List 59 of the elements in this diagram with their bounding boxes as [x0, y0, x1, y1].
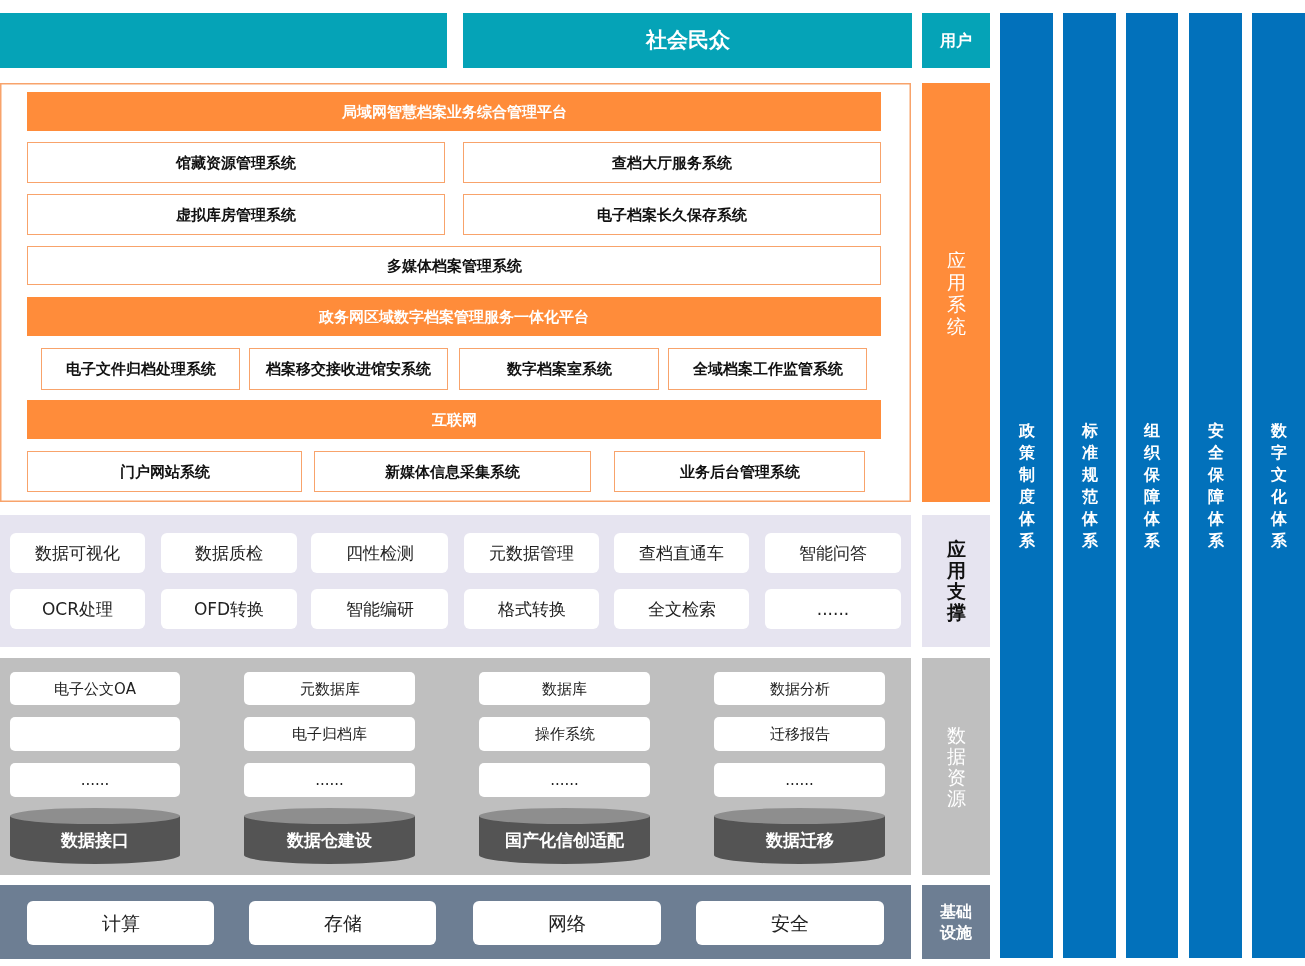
- data-tile: 迁移报告: [714, 717, 885, 751]
- system-box: 全域档案工作监管系统: [668, 348, 867, 390]
- layer-label: 基础设施: [922, 885, 990, 959]
- function-tile: 格式转换: [464, 589, 599, 629]
- platform-bar: 政务网区域数字档案管理服务一体化平台: [27, 297, 881, 336]
- pillar-bar: 政策制度体系: [1000, 13, 1053, 958]
- data-tile: 数据库: [479, 672, 650, 705]
- data-tile: ......: [479, 763, 650, 797]
- layer-panel: [0, 515, 911, 647]
- function-tile: ......: [765, 589, 901, 629]
- header-bar: 社会民众: [463, 13, 912, 68]
- pillar-bar: 组织保障体系: [1126, 13, 1178, 958]
- function-tile: 数据可视化: [10, 533, 145, 573]
- system-box: 查档大厅服务系统: [463, 142, 881, 183]
- system-box: 电子档案长久保存系统: [463, 194, 881, 235]
- system-box: 电子文件归档处理系统: [41, 348, 240, 390]
- system-box: 虚拟库房管理系统: [27, 194, 445, 235]
- system-box: 新媒体信息采集系统: [314, 451, 591, 492]
- system-box: 多媒体档案管理系统: [27, 246, 881, 285]
- function-tile: OCR处理: [10, 589, 145, 629]
- system-box: 数字档案室系统: [459, 348, 659, 390]
- infrastructure-tile: 安全: [696, 901, 884, 945]
- data-tile: ......: [714, 763, 885, 797]
- data-tile: 数据分析: [714, 672, 885, 705]
- pillar-bar: 安全保障体系: [1189, 13, 1242, 958]
- system-box: 门户网站系统: [27, 451, 302, 492]
- layer-panel: [0, 83, 911, 502]
- function-tile: 智能问答: [765, 533, 901, 573]
- platform-bar: 互联网: [27, 400, 881, 439]
- layer-label: 用户: [922, 13, 990, 68]
- function-tile: 数据质检: [161, 533, 297, 573]
- platform-bar: 局域网智慧档案业务综合管理平台: [27, 92, 881, 131]
- data-tile: 电子公文OA: [10, 672, 180, 705]
- function-tile: OFD转换: [161, 589, 297, 629]
- layer-label: 应用系统: [922, 83, 990, 502]
- system-box: 馆藏资源管理系统: [27, 142, 445, 183]
- layer-panel: [0, 885, 911, 959]
- infrastructure-tile: 存储: [249, 901, 436, 945]
- data-tile: 元数据库: [244, 672, 415, 705]
- infrastructure-tile: 网络: [473, 901, 661, 945]
- system-box: 档案移交接收进馆安系统: [249, 348, 448, 390]
- system-box: 业务后台管理系统: [614, 451, 865, 492]
- layer-label: 应用支撑: [922, 515, 990, 647]
- pillar-bar: 数字文化体系: [1252, 13, 1305, 958]
- pillar-bar: 标准规范体系: [1063, 13, 1116, 958]
- data-tile: ......: [244, 763, 415, 797]
- layer-label: 数据资源: [922, 658, 990, 875]
- layer-panel: [0, 658, 911, 875]
- function-tile: 智能编研: [311, 589, 448, 629]
- data-tile: 电子归档库: [244, 717, 415, 751]
- data-tile: [10, 717, 180, 751]
- header-bar: [0, 13, 447, 68]
- function-tile: 元数据管理: [464, 533, 599, 573]
- infrastructure-tile: 计算: [27, 901, 214, 945]
- function-tile: 查档直通车: [614, 533, 749, 573]
- data-tile: 操作系统: [479, 717, 650, 751]
- function-tile: 全文检索: [614, 589, 749, 629]
- function-tile: 四性检测: [311, 533, 448, 573]
- data-tile: ......: [10, 763, 180, 797]
